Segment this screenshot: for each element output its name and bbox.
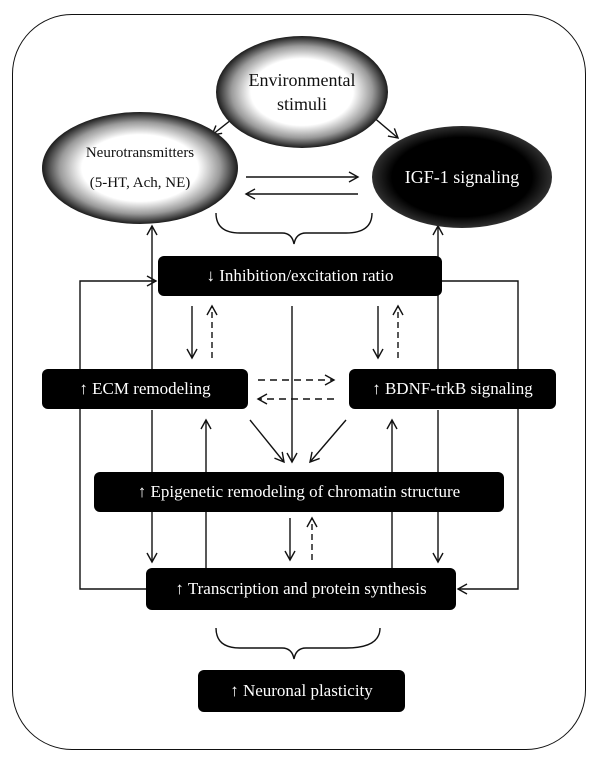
ecm-remodeling-node: ↑ ECM remodeling <box>42 369 248 409</box>
neurotransmitters-node: Neurotransmitters (5-HT, Ach, NE) <box>42 112 238 224</box>
loop-inhibition-to-transcription <box>442 280 519 595</box>
loop-transcription-to-inhibition <box>79 275 158 590</box>
bdnf-trkb-label: ↑ BDNF-trkB signaling <box>372 379 533 398</box>
transcription-synthesis-label: ↑ Transcription and protein synthesis <box>175 579 427 598</box>
epigenetic-remodeling-label: ↑ Epigenetic remodeling of chromatin str… <box>137 482 461 501</box>
transcription-synthesis-node: ↑ Transcription and protein synthesis <box>146 568 456 610</box>
ecm-remodeling-label: ↑ ECM remodeling <box>79 379 211 398</box>
environmental-stimuli-glow <box>216 36 388 148</box>
arrow-ecm-to-epigenetic <box>249 419 285 464</box>
neuronal-plasticity-node: ↑ Neuronal plasticity <box>198 670 405 712</box>
inhibition-excitation-node: ↓ Inhibition/excitation ratio <box>158 256 442 296</box>
epigenetic-remodeling-node: ↑ Epigenetic remodeling of chromatin str… <box>94 472 504 512</box>
arrow-bdnf-to-epigenetic <box>309 419 347 464</box>
neuronal-plasticity-label: ↑ Neuronal plasticity <box>230 681 373 700</box>
diagram-frame <box>12 14 586 750</box>
environmental-stimuli-line1: Environmental <box>248 70 356 90</box>
brace-bottom <box>215 627 381 660</box>
brace-top <box>215 212 373 245</box>
inhibition-excitation-label: ↓ Inhibition/excitation ratio <box>206 266 394 285</box>
igf1-node: IGF-1 signaling <box>372 126 552 228</box>
environmental-stimuli-node: Environmental stimuli <box>216 36 388 148</box>
igf1-glow <box>372 126 552 228</box>
neurotransmitters-glow <box>42 112 238 224</box>
neurotransmitters-line1: Neurotransmitters <box>85 145 195 161</box>
igf1-label: IGF-1 signaling <box>404 166 520 187</box>
bdnf-trkb-node: ↑ BDNF-trkB signaling <box>349 369 556 409</box>
neurotransmitters-line2: (5-HT, Ach, NE) <box>89 175 191 191</box>
environmental-stimuli-line2: stimuli <box>276 94 327 114</box>
